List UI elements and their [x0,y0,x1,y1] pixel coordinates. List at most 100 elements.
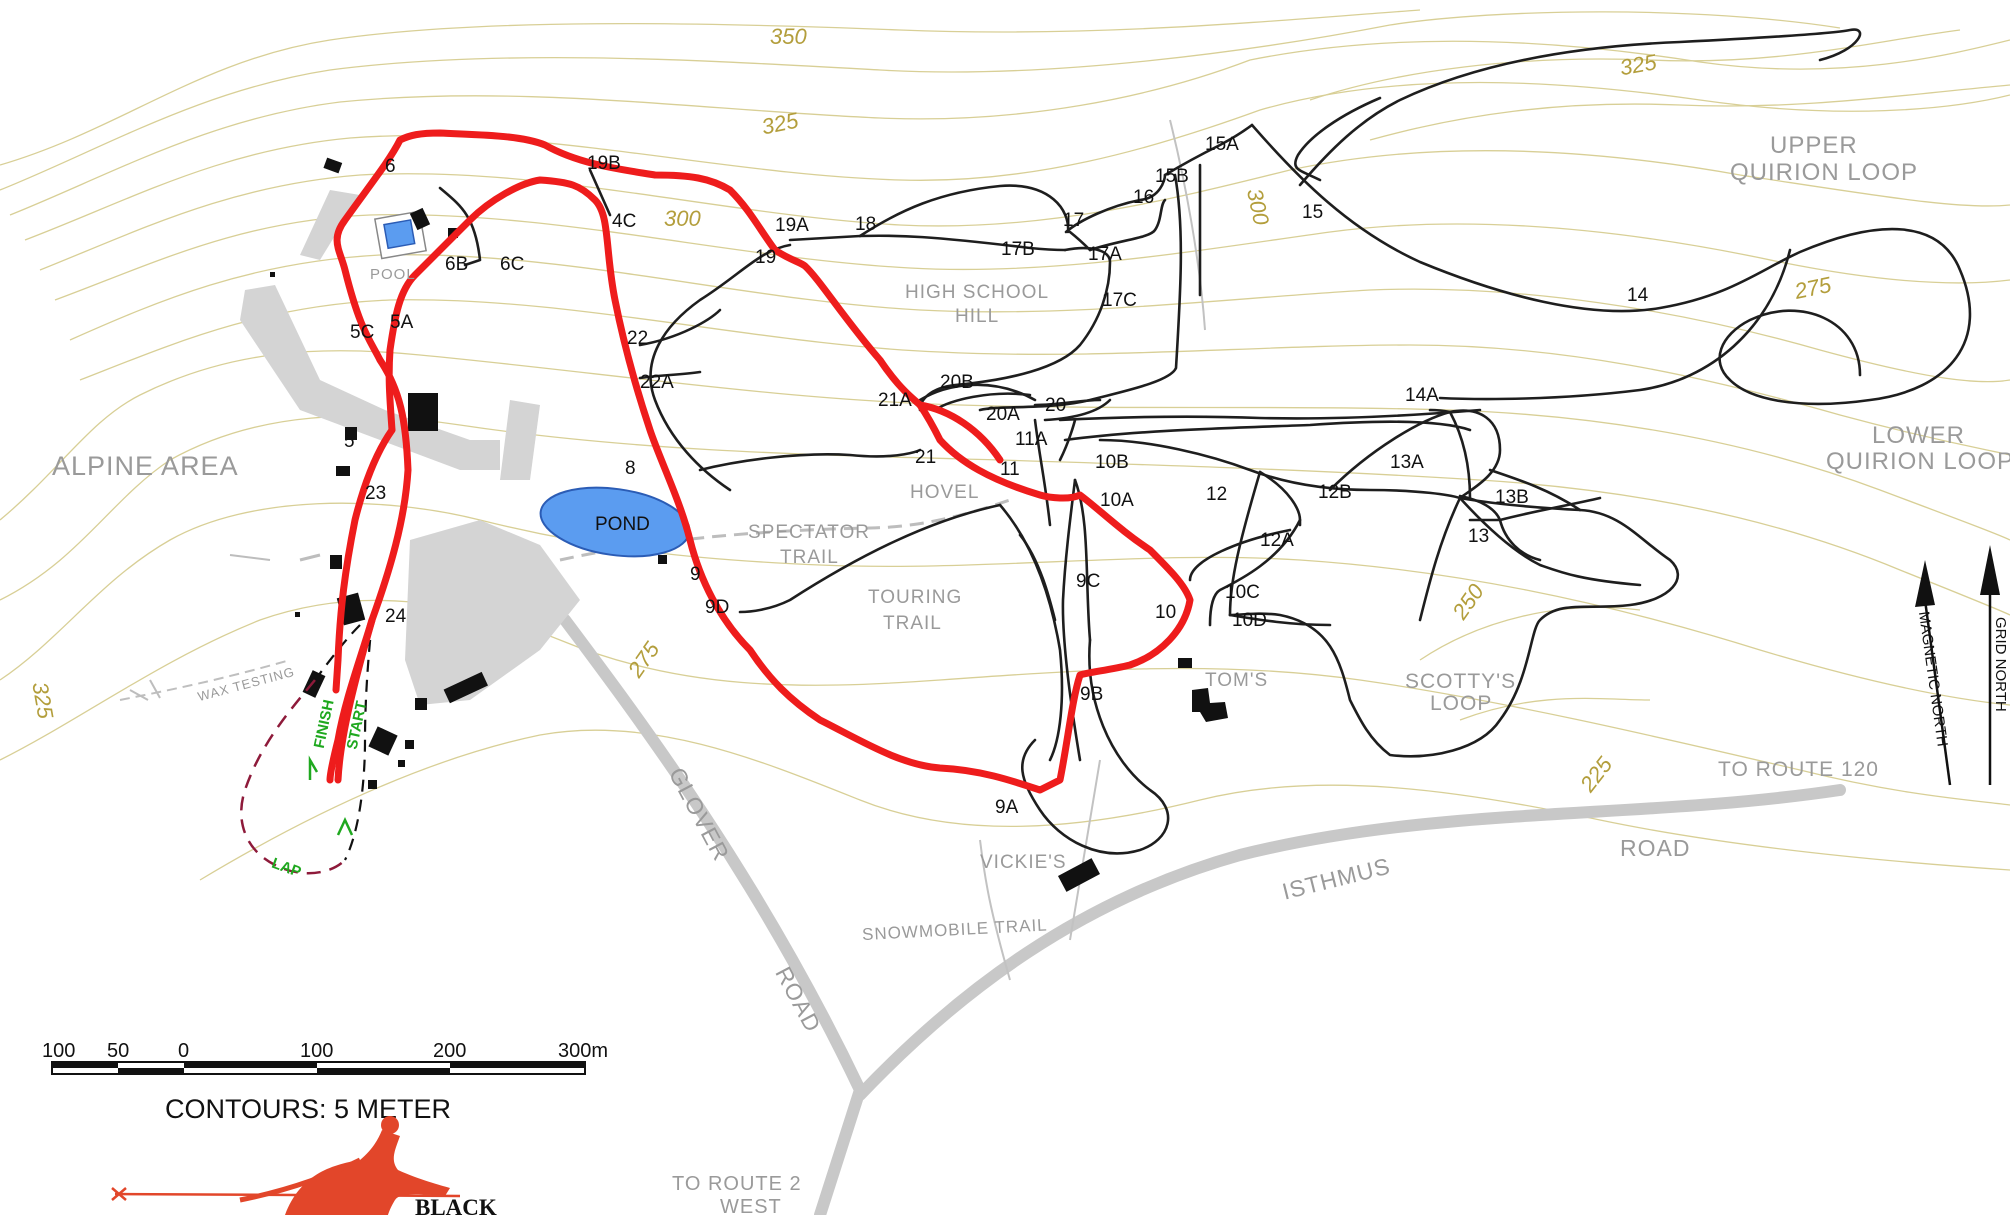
isthmus-road-label-2: ROAD [1620,835,1690,861]
junction-label: 14A [1405,385,1439,406]
junction-label: 20B [940,372,974,393]
wax-testing-label: WAX TESTING [196,664,296,704]
junction-label: 18 [855,214,876,235]
junction-label: 16 [1133,187,1154,208]
isthmus-road-label: ISTHMUS [1280,853,1394,905]
touring-label-2: TRAIL [883,613,942,634]
route2-label: TO ROUTE 2 [672,1173,802,1195]
snowmobile-label: SNOWMOBILE TRAIL [862,915,1048,944]
junction-label: 17 [1063,210,1084,231]
scale-tick: 100 [42,1040,75,1062]
pool [373,210,427,260]
lift-top-area [500,400,540,480]
scale-tick: 300m [558,1040,608,1062]
junction-label: 20 [1045,395,1066,416]
junction-label: 9A [995,797,1019,818]
contours-note: CONTOURS: 5 METER [165,1094,451,1124]
ski-lift-strip [300,190,360,260]
junction-label: 21 [915,447,936,468]
upper-quirion-label-2: QUIRION LOOP [1730,159,1918,186]
junction-label: 24 [385,606,407,627]
glover-road-label: GLOVER [664,763,735,865]
junction-label: 15A [1205,134,1239,155]
north-arrows: MAGNETIC NORTH GRID NORTH [1915,545,2009,786]
scale-tick: 0 [178,1040,189,1062]
junction-label: 12A [1260,530,1294,551]
junction-label: 5A [390,312,414,333]
contour-label-325: 325 [759,107,801,139]
snowmobile-trail-line [979,839,1011,981]
junction-label: 22 [627,328,648,349]
toms-label: TOM'S [1205,670,1268,691]
junction-label: 14 [1627,285,1649,306]
junction-label: 6C [500,254,524,275]
junction-label: 6 [385,156,396,177]
junction-label: 5C [350,322,374,343]
contour-label-325-left: 325 [27,680,58,721]
magnetic-north-label: MAGNETIC NORTH [1915,610,1951,747]
junction-label: 10B [1095,452,1129,473]
high-school-label: HIGH SCHOOL [905,282,1049,303]
grid-north-label: GRID NORTH [1992,617,2009,712]
alpine-area-label: ALPINE AREA [52,451,239,481]
buildings [129,157,1228,892]
scale-bar: 100 50 0 100 200 300m CONTOURS: 5 METER [42,1040,608,1124]
junction-label: 19B [587,153,621,174]
spectator-label-2: TRAIL [780,547,839,568]
contour-label-275-left: 275 [622,637,665,683]
scottys-label: SCOTTY'S [1405,670,1516,693]
junction-label: 12 [1206,484,1227,505]
scottys-label-2: LOOP [1430,692,1492,715]
spectator-label: SPECTATOR [748,522,870,543]
touring-label: TOURING [868,587,962,608]
skier-figure-icon [285,1130,450,1215]
lower-quirion-label: LOWER [1872,422,1965,449]
route2-label-2: WEST [720,1196,782,1215]
grid-north-arrow-icon [1980,545,2000,595]
junction-label: 15B [1155,166,1189,187]
junction-label: 12B [1318,482,1352,503]
contour-label-275: 275 [1791,272,1834,304]
junction-label: 22A [640,372,674,393]
junction-label: 17C [1102,290,1137,311]
junction-label: 9B [1080,684,1103,705]
lap-course [240,619,374,875]
junction-label: 19A [775,215,809,236]
parking-lot [405,520,580,705]
utility-line [1169,119,1206,331]
junction-label: 11 [1000,459,1020,480]
hovel-label: HOVEL [910,482,979,503]
vickies-label: VICKIE'S [980,852,1067,873]
access-road-area [240,285,500,470]
junction-label: 10C [1225,582,1260,603]
junction-label: 20A [986,404,1020,425]
junction-label: 15 [1302,202,1323,223]
skier-logo: BLACK [111,1116,497,1215]
junction-label: 19 [755,247,776,268]
junction-label: 6B [445,254,468,275]
pool-label: POOL [370,266,416,283]
finish-label: FINISH [311,698,338,750]
high-school-label-2: HILL [955,306,999,327]
route120-label: TO ROUTE 120 [1718,758,1879,781]
contour-label-350: 350 [770,24,807,49]
isthmus-road-line [854,784,1846,1101]
junction-label: 10D [1232,610,1267,631]
scale-tick: 50 [107,1040,129,1062]
contour-label-225: 225 [1574,752,1617,798]
glover-road-line [559,614,866,1215]
junction-label: 17A [1088,244,1122,265]
junction-label: 13B [1495,487,1529,508]
junction-labels: 6 19B 4C 19A 18 17 16 15B 15A 15 19 17B … [344,134,1649,818]
scale-tick: 200 [433,1040,466,1062]
junction-label: 8 [625,458,636,479]
pond-label: POND [595,514,650,535]
scale-tick: 100 [300,1040,333,1062]
junction-label: 4C [612,211,636,232]
junction-label: 9D [705,597,729,618]
junction-label: 17B [1001,239,1035,260]
junction-label: 13 [1468,526,1489,547]
contour-label-300-right: 300 [1242,186,1274,228]
upper-quirion-label: UPPER [1770,132,1858,159]
